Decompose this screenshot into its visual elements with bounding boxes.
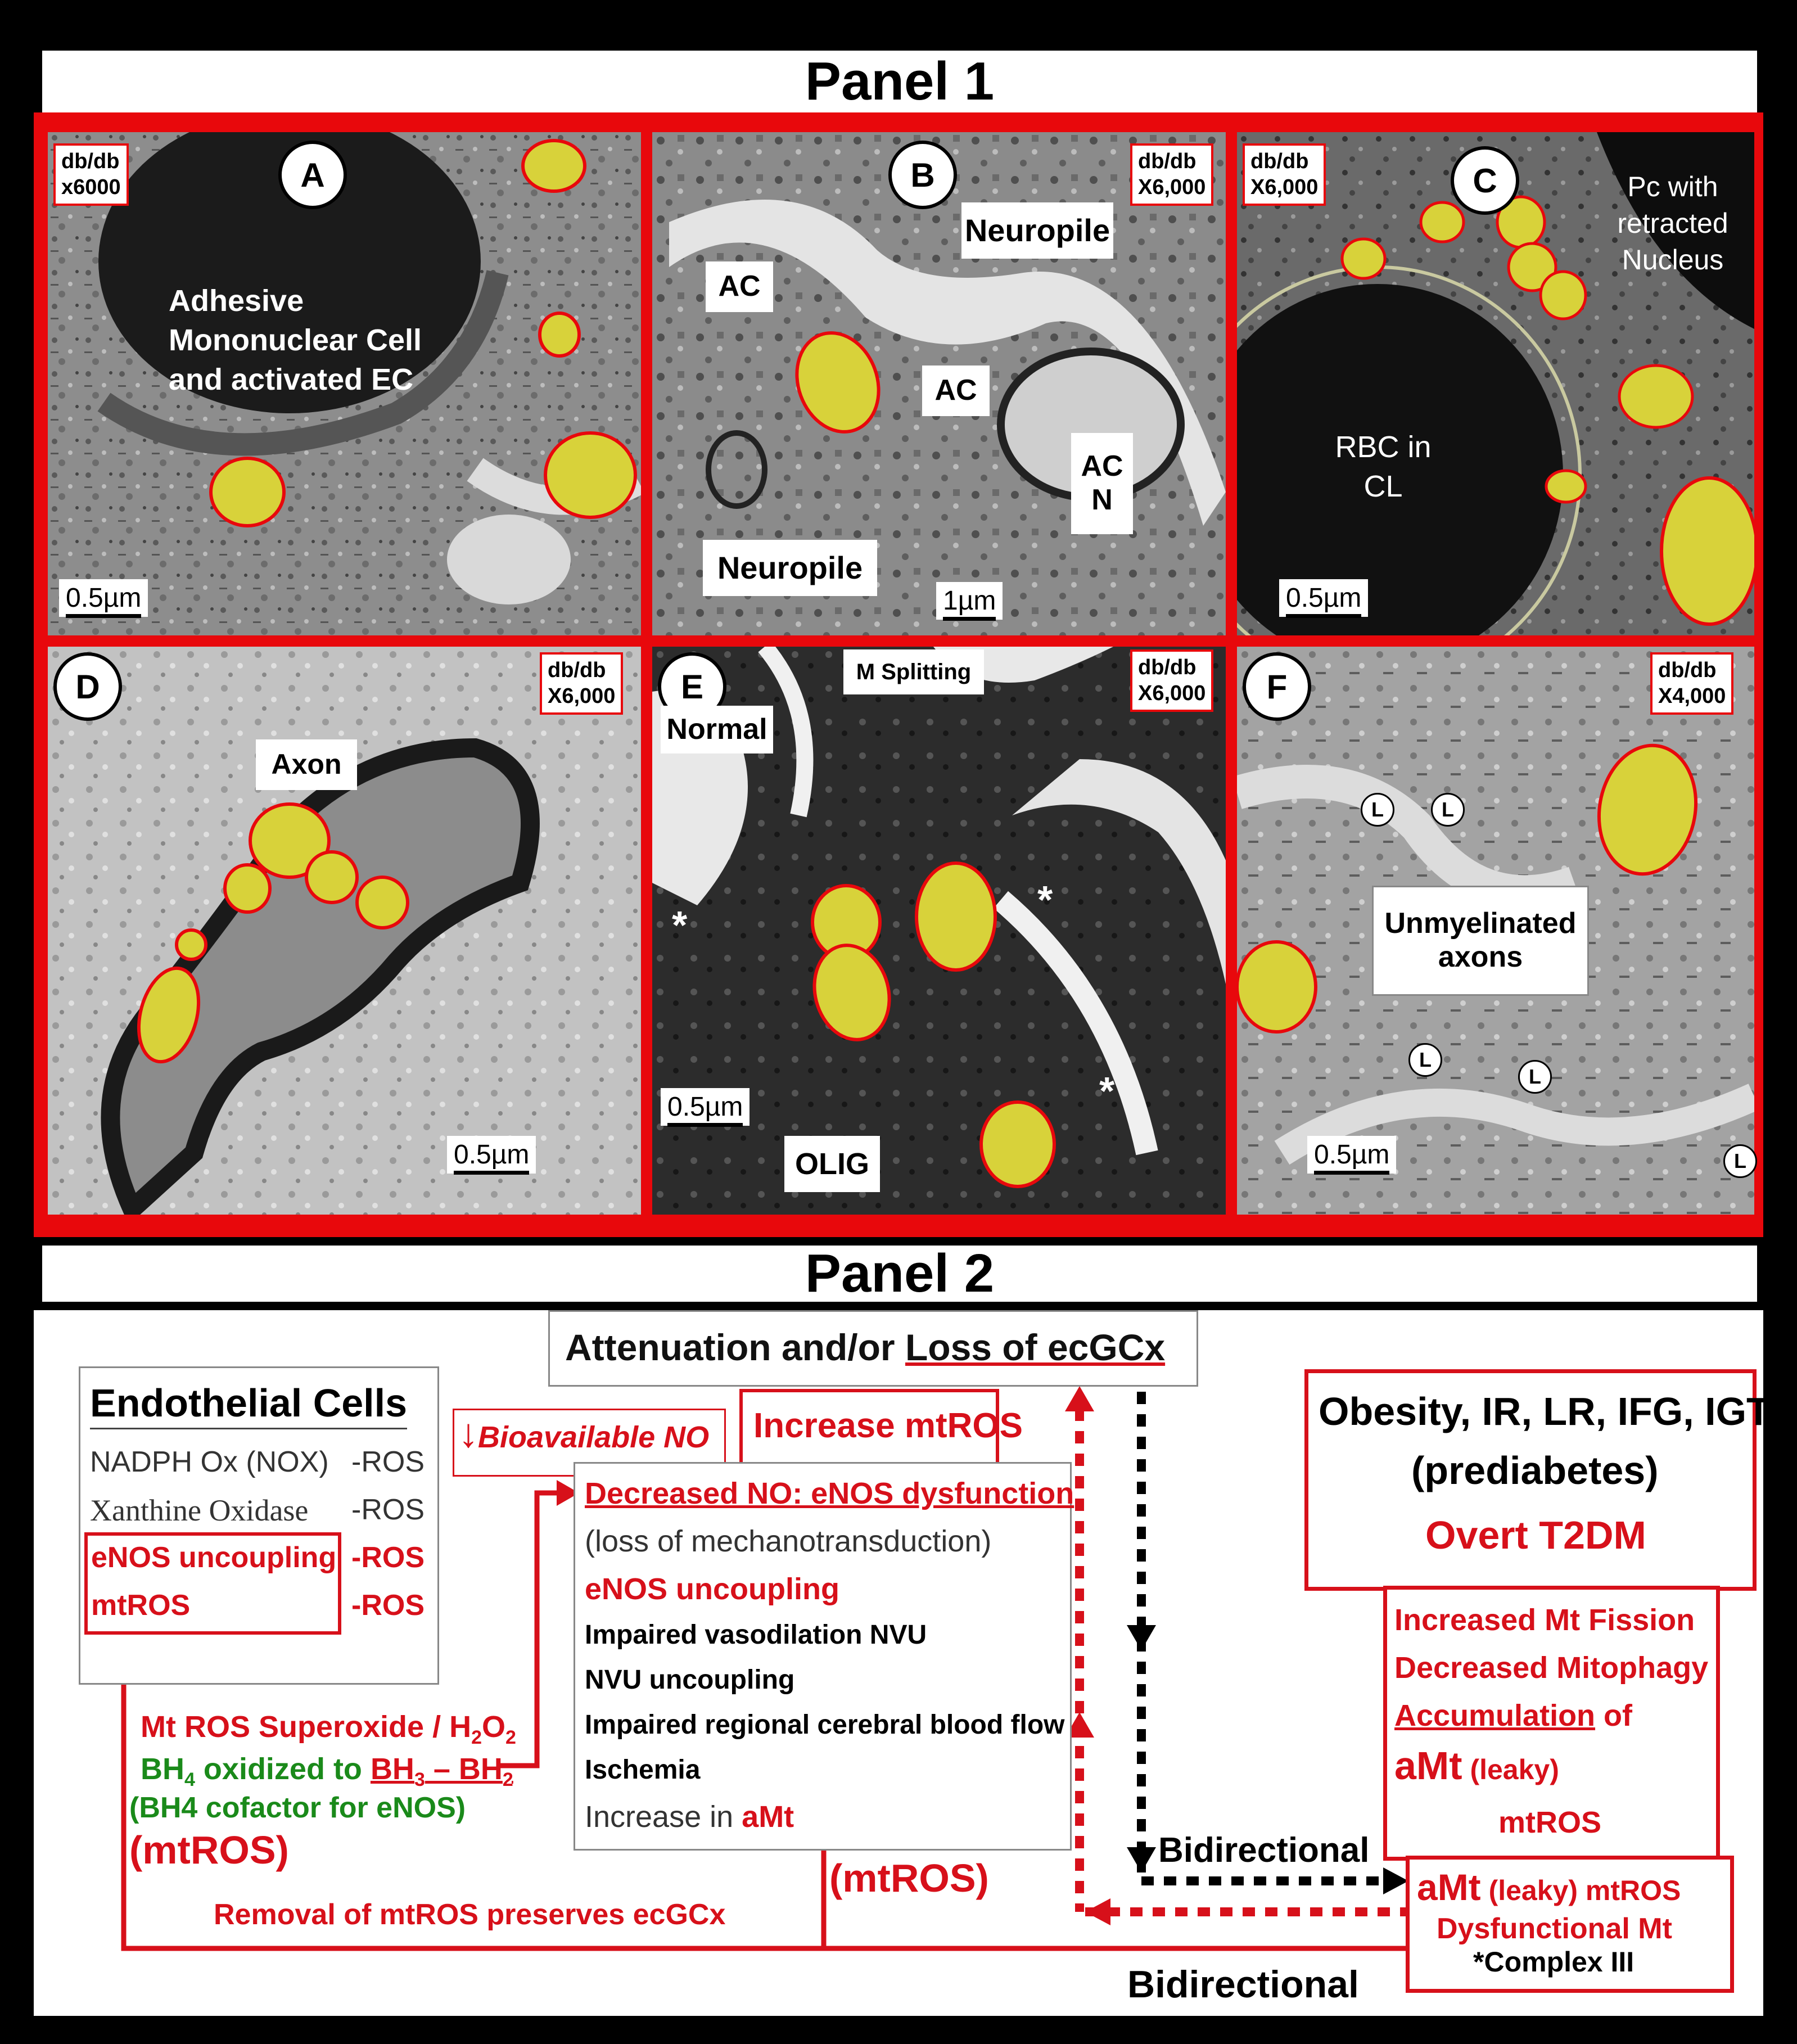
- center-enos-uncoupling: eNOS uncoupling: [585, 1572, 839, 1606]
- letter-d: D: [53, 652, 122, 721]
- center-increase-amt: Increase in aMt: [585, 1800, 794, 1834]
- fission-line4: aMt (leaky): [1394, 1744, 1559, 1788]
- center-decreased-no: Decreased NO: eNOS dysfunction: [585, 1477, 1074, 1510]
- label-pericyte: Pc with retracted Nucleus: [1617, 171, 1728, 276]
- scale-bar-f: 0.5µm: [1307, 1136, 1397, 1175]
- lysosome-l-4: L: [1518, 1060, 1552, 1094]
- asterisk-1: *: [672, 903, 688, 947]
- micrograph-a: [48, 132, 641, 635]
- mtros-center-label: (mtROS): [829, 1856, 989, 1900]
- ros-label-enos: -ROS: [351, 1541, 425, 1574]
- ros-source-enos: eNOS uncoupling: [91, 1541, 337, 1574]
- label-neuropile-bottom: Neuropile: [703, 540, 877, 596]
- obesity-line1: Obesity, IR, LR, IFG, IGT,: [1319, 1389, 1777, 1433]
- increase-mtros-text: Increase mtROS: [753, 1406, 1023, 1445]
- magnification-label-e: db/db X6,000: [1130, 649, 1214, 712]
- label-adhesive-cell: Adhesive Mononuclear Cell and activated …: [169, 284, 422, 397]
- label-rbc: RBC in CL: [1335, 430, 1432, 504]
- label-ac-2: AC: [922, 366, 990, 416]
- ros-source-mtros: mtROS: [91, 1589, 191, 1622]
- center-ischemia: Ischemia: [585, 1755, 701, 1785]
- magnification-label-b: db/db X6,000: [1130, 143, 1214, 206]
- lysosome-l-5: L: [1723, 1144, 1757, 1178]
- obesity-line3: Overt T2DM: [1425, 1513, 1646, 1557]
- label-normal: Normal: [661, 706, 773, 753]
- magnification-label-c: db/db X6,000: [1243, 143, 1326, 206]
- center-mechanotransduction: (loss of mechanotransduction): [585, 1524, 992, 1558]
- label-m-splitting: M Splitting: [843, 649, 984, 694]
- scale-bar-e: 0.5µm: [661, 1088, 750, 1127]
- label-neuropile-top: Neuropile: [961, 202, 1113, 259]
- lysosome-l-3: L: [1408, 1043, 1442, 1077]
- letter-b: B: [888, 141, 957, 209]
- fission-box: [1383, 1586, 1720, 1861]
- removal-text: Removal of mtROS preserves ecGCx: [214, 1898, 726, 1931]
- label-axon: Axon: [256, 739, 357, 790]
- endothelial-heading: Endothelial Cells: [90, 1380, 407, 1429]
- letter-a: A: [278, 141, 347, 209]
- lysosome-l-2: L: [1431, 793, 1465, 827]
- scale-bar-d: 0.5µm: [447, 1136, 536, 1175]
- center-impaired-vasodilation: Impaired vasodilation NVU: [585, 1620, 927, 1650]
- fission-line2: Decreased Mitophagy: [1394, 1651, 1709, 1685]
- panel1-title: Panel 1: [42, 51, 1757, 112]
- scale-bar-a: 0.5µm: [59, 579, 148, 618]
- magnification-label-a: db/db x6000: [53, 143, 129, 206]
- mtros-left: (mtROS): [129, 1828, 289, 1872]
- amt-dysfunction-box: [1406, 1856, 1734, 1993]
- amt-line1: aMt (leaky) mtROS: [1417, 1866, 1681, 1908]
- obesity-line2: (prediabetes): [1411, 1449, 1659, 1492]
- center-effects-box: [574, 1462, 1072, 1851]
- down-arrow-icon: ↓: [458, 1411, 478, 1456]
- letter-f: F: [1243, 652, 1311, 721]
- label-ac-nucleus: AC N: [1071, 433, 1133, 534]
- fission-line1: Increased Mt Fission: [1394, 1603, 1695, 1637]
- ros-label-xanthine: -ROS: [351, 1493, 425, 1526]
- asterisk-2: *: [1037, 878, 1053, 922]
- scale-bar-b: 1µm: [936, 582, 1003, 621]
- bioavailable-no-text: Bioavailable NO: [478, 1420, 710, 1454]
- center-nvu-uncoupling: NVU uncoupling: [585, 1665, 795, 1695]
- micrograph-c: [1237, 132, 1754, 635]
- label-ac-1: AC: [706, 261, 773, 312]
- label-unmyelinated-axons: Unmyelinated axons: [1372, 886, 1589, 996]
- mt-ros-superoxide: Mt ROS Superoxide / H2O2: [141, 1710, 516, 1748]
- bidirectional-bottom: Bidirectional: [1127, 1963, 1359, 2006]
- bh4-cofactor: (BH4 cofactor for eNOS): [129, 1792, 466, 1824]
- ros-label-mtros: -ROS: [351, 1589, 425, 1622]
- attenuation-text: Attenuation and/or Loss of ecGCx: [565, 1326, 1166, 1368]
- bidirectional-mid: Bidirectional: [1158, 1831, 1370, 1870]
- center-impaired-blood-flow: Impaired regional cerebral blood flow: [585, 1710, 1065, 1740]
- ros-label-nox: -ROS: [351, 1446, 425, 1478]
- attenuation-box: [548, 1310, 1198, 1387]
- amt-line2: Dysfunctional Mt: [1437, 1912, 1672, 1945]
- letter-c: C: [1451, 146, 1519, 215]
- fission-line5: mtROS: [1498, 1806, 1602, 1839]
- enos-mtros-box: [84, 1532, 341, 1635]
- amt-line3: *Complex III: [1473, 1946, 1635, 1978]
- micrograph-f: [1237, 647, 1754, 1215]
- label-olig: OLIG: [784, 1136, 880, 1192]
- magnification-label-f: db/db X4,000: [1650, 652, 1734, 715]
- fission-line3: Accumulation of: [1394, 1699, 1633, 1732]
- ros-source-nox: NADPH Ox (NOX): [90, 1446, 329, 1478]
- scale-bar-c: 0.5µm: [1279, 579, 1369, 618]
- ros-source-xanthine: Xanthine Oxidase: [90, 1493, 309, 1527]
- increase-mtros-box: [739, 1389, 999, 1466]
- asterisk-3: *: [1099, 1069, 1115, 1113]
- magnification-label-d: db/db X6,000: [540, 652, 624, 715]
- panel2-title: Panel 2: [42, 1243, 1757, 1303]
- lysosome-l-1: L: [1361, 793, 1394, 827]
- bh4-oxidized: BH4 oxidized to BH3 – BH2: [141, 1752, 513, 1790]
